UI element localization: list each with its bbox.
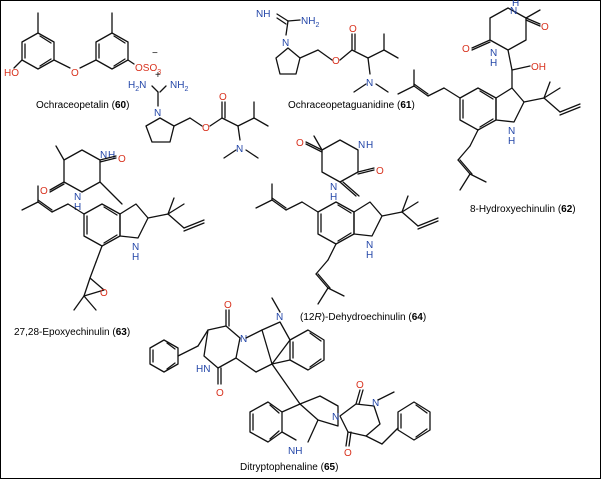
- indoline65b-nh: NH: [288, 446, 302, 457]
- dkp64-n2: N: [330, 182, 337, 193]
- dkp63-n2: N: [74, 192, 81, 203]
- structure-65: HN O O N N NH N O N: [149, 297, 431, 473]
- guanidine2-h2n-label: H2N: [128, 80, 146, 93]
- guanidine-nh-label: NH: [256, 9, 270, 20]
- dkp62-h1: H: [512, 0, 519, 9]
- dkp63-o2: O: [40, 186, 48, 197]
- dkp64-n1: N: [358, 140, 365, 151]
- dkp65a-o2: O: [216, 388, 224, 399]
- structure-61-top: NH NH2 N O O N Ochraceopetaguanidine (61…: [256, 9, 415, 111]
- sulfate-charge: −: [152, 48, 158, 59]
- indole64-nh: N: [366, 240, 373, 251]
- sulfate-label: OSO3: [135, 63, 161, 76]
- epoxide-o-label: O: [100, 288, 108, 299]
- structure-64: N H N H O O N H: [255, 135, 439, 323]
- carbonyl2-o-label: O: [219, 92, 227, 103]
- caption-61: Ochraceopetaguanidine (61): [288, 100, 415, 111]
- caption-63: 27,28-Epoxyechinulin (63): [14, 327, 130, 338]
- pyrrolidine-n-label: N: [282, 38, 289, 49]
- ether-o-label: O: [71, 68, 79, 79]
- oh-label: OH: [531, 62, 546, 73]
- structure-60: HO O OSO3 − Ochraceopetalin (60): [4, 12, 161, 111]
- dkp64-h2: H: [330, 192, 337, 203]
- structure-62: N H N H O O OH N H: [397, 0, 581, 215]
- indole62-h: H: [508, 136, 515, 147]
- caption-64: (12R)-Dehydroechinulin (64): [300, 312, 426, 323]
- dkp63-h2: H: [74, 202, 81, 213]
- dkp65b-n2: N: [372, 398, 379, 409]
- structure-63: N H N H O O N H O: [14, 145, 205, 338]
- ho-label: HO: [4, 68, 19, 79]
- indole63-h: H: [132, 252, 139, 263]
- dkp62-n1: N: [510, 6, 517, 17]
- dkp63-h1: H: [108, 150, 115, 161]
- dkp62-n2: N: [490, 48, 497, 59]
- indole63-nh: N: [132, 242, 139, 253]
- pyrrolidine2-n-label: N: [154, 108, 161, 119]
- carbonyl-o-label: O: [349, 24, 357, 35]
- dkp65b-o2: O: [344, 448, 352, 459]
- indole64-h: H: [366, 250, 373, 261]
- dkp65b-o1: O: [356, 380, 364, 391]
- dkp62-o1: O: [462, 44, 470, 55]
- dimethylamino2-n-label: N: [236, 144, 243, 155]
- dkp65a-hn: HN: [196, 364, 210, 375]
- guanidine2-plus: +: [155, 70, 161, 81]
- guanidine2-nh2-label: NH2: [170, 80, 188, 93]
- dkp65a-n: N: [240, 334, 247, 345]
- caption-62: 8-Hydroxyechinulin (62): [470, 204, 576, 215]
- ester-o-label: O: [332, 56, 340, 67]
- dkp65b-n1: N: [332, 412, 339, 423]
- dkp64-o1: O: [376, 166, 384, 177]
- dkp62-o2: O: [541, 22, 549, 33]
- dkp64-h1: H: [366, 140, 373, 151]
- indole62-nh: N: [508, 126, 515, 137]
- caption-60: Ochraceopetalin (60): [36, 100, 129, 111]
- indoline65a-n: N: [276, 312, 283, 323]
- guanidine-nh2-label: NH2: [301, 16, 319, 29]
- dkp62-h2: H: [490, 58, 497, 69]
- ester2-o-label: O: [202, 123, 210, 134]
- structure-61-middle: H2N + NH2 N O O N: [128, 70, 269, 159]
- dkp65a-o1: O: [224, 300, 232, 311]
- dkp63-o1: O: [118, 154, 126, 165]
- dimethylamino-n-label: N: [366, 78, 373, 89]
- dkp64-o2: O: [296, 138, 304, 149]
- dkp63-n1: N: [100, 150, 107, 161]
- caption-65: Ditryptophenaline (65): [240, 462, 338, 473]
